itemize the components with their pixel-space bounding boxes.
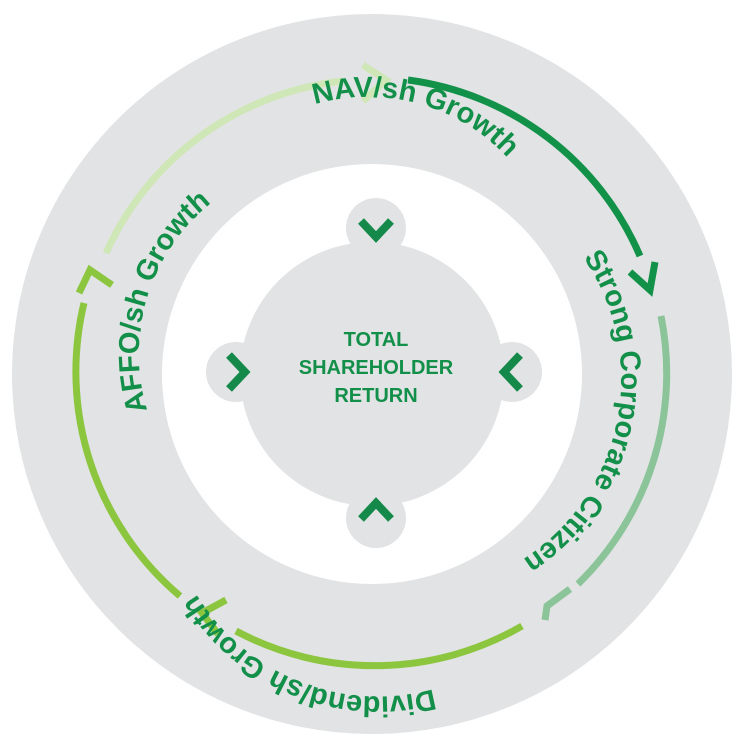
center-title-line: SHAREHOLDER — [299, 357, 454, 379]
chevron-down-icon — [627, 261, 659, 297]
citizen-arc — [575, 315, 671, 587]
chevron-up-icon — [75, 264, 114, 295]
dividend-arc — [234, 622, 524, 670]
affo-arc-upper — [102, 77, 344, 255]
center-title-line: RETURN — [334, 385, 417, 407]
chevron-right-icon — [226, 352, 251, 392]
center-disc — [206, 198, 542, 548]
nav-arc — [407, 76, 644, 258]
center-title: TOTAL SHAREHOLDER RETURN — [299, 329, 454, 407]
chevron-left-icon — [196, 596, 228, 637]
affo-arc-lower — [72, 302, 183, 599]
center-title-line: TOTAL — [344, 329, 409, 351]
chevron-right-icon — [360, 62, 392, 104]
chevron-left-icon — [541, 586, 573, 621]
chevron-up-icon — [358, 497, 394, 522]
chevron-down-icon — [358, 218, 394, 243]
chevron-left-icon — [498, 352, 523, 392]
